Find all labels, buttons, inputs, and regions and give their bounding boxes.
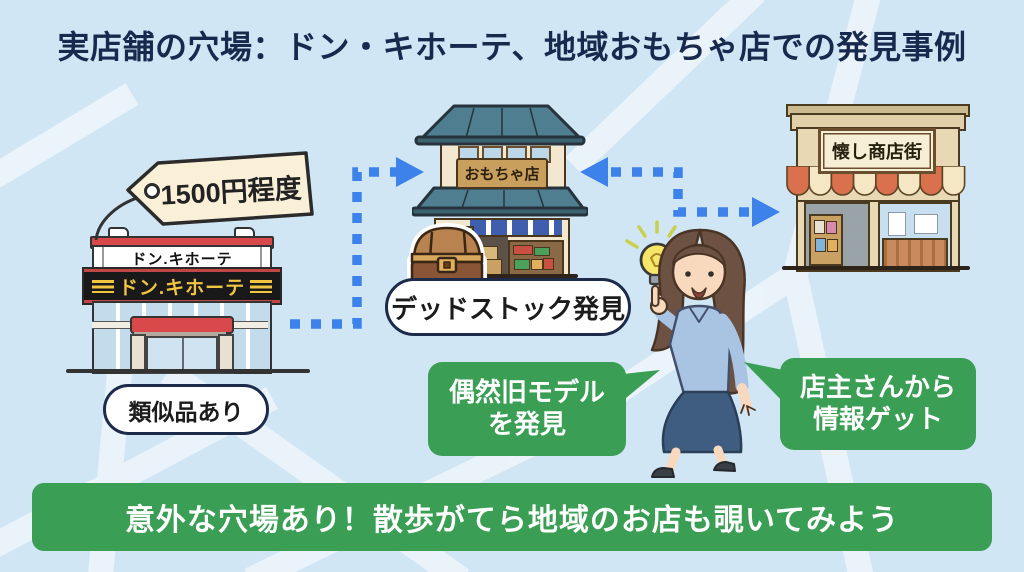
building-base	[66, 369, 310, 373]
arrow-donki-to-toy	[290, 157, 424, 329]
entrance-pillar	[218, 334, 234, 374]
speech-bubble-found-old-model: 偶然旧モデル を発見	[428, 362, 626, 456]
woman-illustration	[649, 228, 756, 478]
retro-store-sign: 懐し商店街	[818, 128, 936, 174]
building-base	[422, 274, 578, 278]
donki-store: ドン.キホーテ ドン.キホーテ	[66, 224, 310, 376]
treasure-chest-icon	[407, 223, 487, 297]
bubble-line: を発見	[487, 409, 566, 439]
deadstock-badge: デッドストック発見	[385, 278, 631, 336]
toy-store-roofs	[412, 104, 588, 217]
price-tag	[94, 151, 314, 241]
retro-store: 懐し商店街	[782, 102, 970, 274]
similar-items-badge: 類似品あり	[103, 384, 269, 435]
building-base	[782, 266, 970, 270]
entrance-pillar	[130, 334, 146, 374]
bubble-line: 店主さんから	[799, 372, 956, 403]
wooden-counter	[882, 238, 948, 268]
awning-shadow	[134, 332, 226, 336]
arrow-toy-retro	[580, 157, 780, 227]
bubble-line: 情報ゲット	[812, 404, 943, 434]
entrance-doors	[146, 336, 218, 374]
donki-sign-main-label: ドン.キホーテ	[118, 277, 246, 299]
banner-stripes-icon	[91, 279, 114, 293]
banner-stripes-icon	[250, 279, 273, 293]
road-line	[565, 0, 765, 176]
toy-store: おもちゃ店	[412, 96, 588, 282]
noren-curtain	[470, 220, 562, 237]
price-tag-label: 1500円程度	[159, 172, 303, 211]
toy-store-sign: おもちゃ店	[456, 158, 548, 189]
page-title: 実店舗の穴場：ドン・キホーテ、地域おもちゃ店での発見事例	[57, 29, 967, 65]
road-line	[0, 83, 139, 188]
speech-bubble-owner-info: 店主さんから 情報ゲット	[780, 358, 976, 450]
bubble-line: 偶然旧モデル	[448, 377, 605, 408]
bottom-banner: 意外な穴場あり！散歩がてら地域のお店も覗いてみよう	[32, 483, 992, 551]
display-shelf	[809, 214, 843, 266]
